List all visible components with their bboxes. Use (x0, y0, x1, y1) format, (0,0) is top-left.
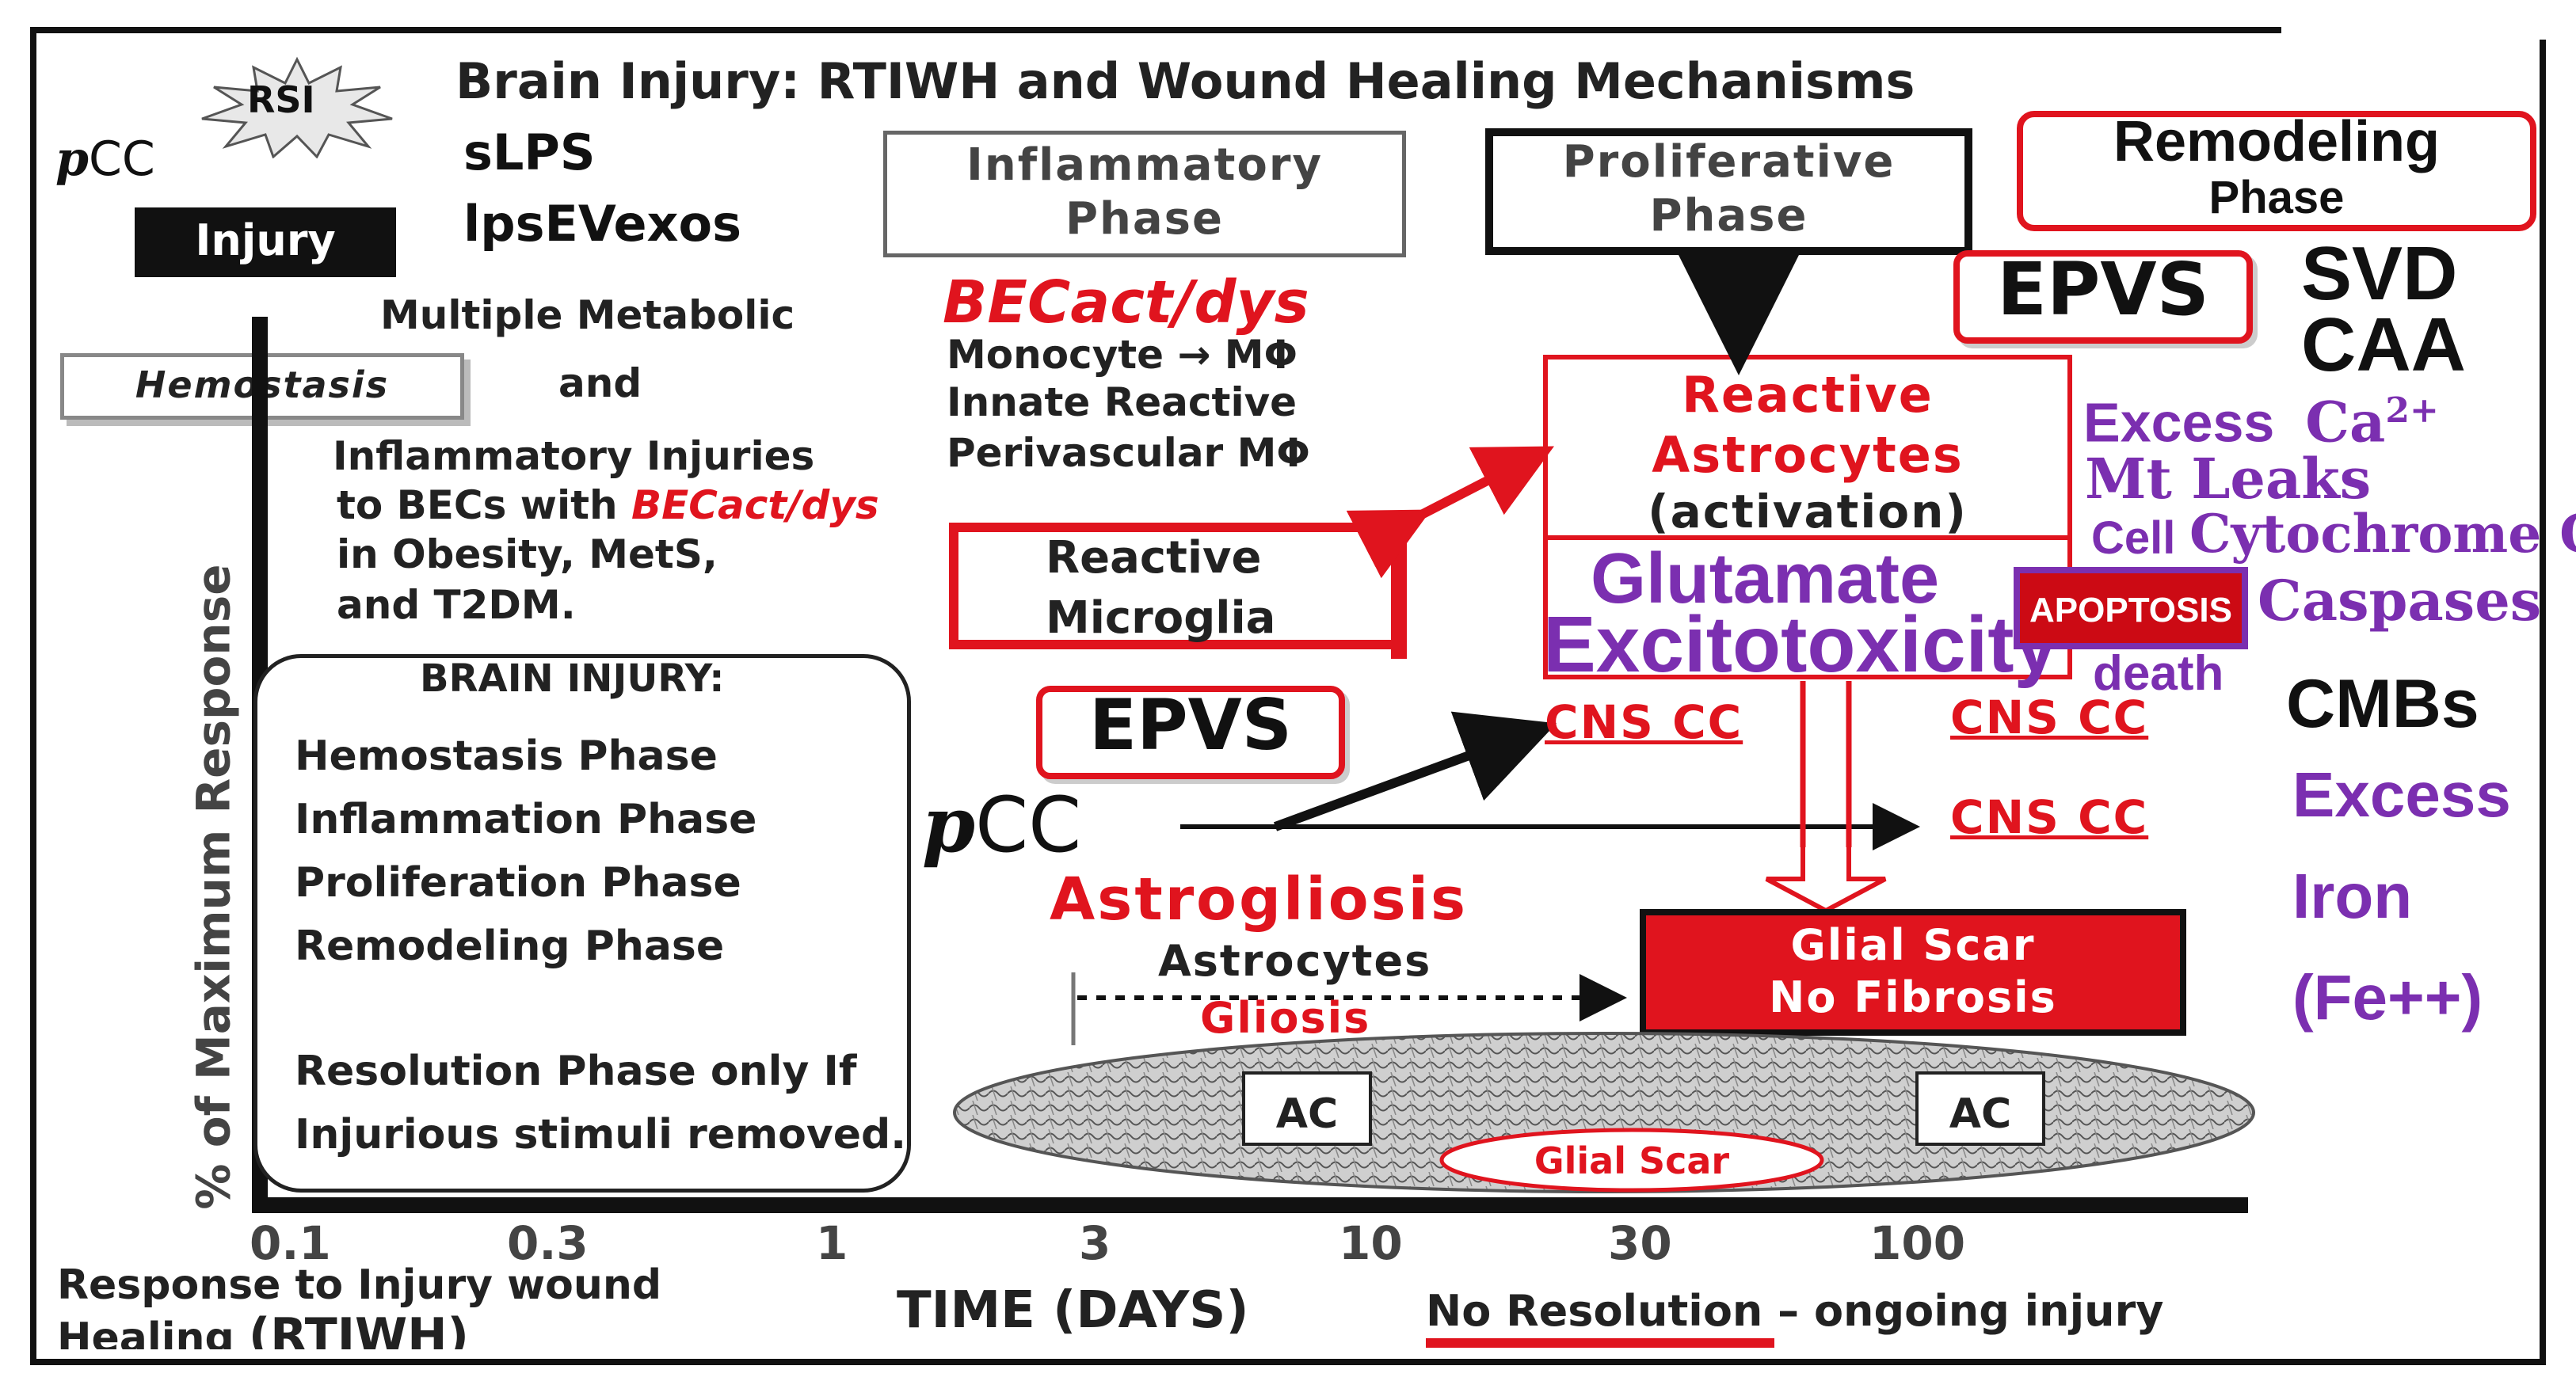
cns-cc-label: CNS CC (1545, 695, 1743, 749)
inflammatory-phase-label: Phase (1065, 193, 1224, 245)
epvs-right-box (1953, 250, 2253, 344)
x-tick-label: 0.1 (250, 1216, 331, 1270)
rtiwh-caption-clip: Healing (RTIWH) (57, 1311, 612, 1349)
proliferative-phase-label: Proliferative (1562, 136, 1896, 188)
x-tick-label: 3 (1079, 1216, 1111, 1270)
astrocytes-label: Astrocytes (1158, 936, 1432, 986)
ac-left-label: AC (1275, 1090, 1339, 1138)
lpsevexos-label: lpsEVexos (463, 195, 742, 253)
reactive-astrocytes-label: (activation) (1648, 485, 1968, 538)
reactive-microglia-label: Microglia (1046, 592, 1276, 644)
excitotoxicity-label: Excitotoxicity (1543, 600, 2059, 689)
astrogliosis-label: Astrogliosis (1050, 865, 1469, 934)
gliosis-label: Gliosis (1200, 993, 1371, 1043)
obesity-text: in Obesity, MetS, (337, 531, 718, 577)
perivascular-text: Perivascular MΦ (947, 430, 1310, 476)
apoptosis-label: APOPTOSIS (2029, 591, 2232, 630)
legend-item: Remodeling Phase (295, 923, 725, 970)
epvs-mid-label: EPVS (1088, 684, 1293, 766)
rtiwh-caption: Response to Injury wound (57, 1261, 662, 1309)
cns-cc-label: CNS CC (1950, 690, 2149, 744)
inflammatory-injuries-text: Inflammatory Injuries (333, 433, 815, 479)
reactive-microglia-box (949, 523, 1407, 649)
death-label: death (2093, 646, 2224, 701)
reactive-microglia-label: Reactive (1046, 532, 1262, 584)
cmbs-label: CMBs (2286, 666, 2479, 742)
slps-label: sLPS (463, 124, 596, 181)
brain-injury-legend-box (253, 654, 911, 1193)
legend-item: Hemostasis Phase (295, 732, 718, 780)
ellipse-glial-scar-label: Glial Scar (1534, 1139, 1730, 1182)
remodeling-phase-box (2017, 111, 2536, 231)
x-tick-label: 0.3 (507, 1216, 589, 1270)
innate-reactive-text: Innate Reactive (947, 379, 1298, 425)
becact-dys-label: BECact/dys (943, 268, 1309, 337)
cytochrome-c-label: Cytochrome C (2189, 503, 2576, 565)
excess-iron-label: (Fe++) (2292, 962, 2483, 1033)
excess-ca-label: Excess Ca2+ (2083, 389, 2439, 455)
glutamate-label: Glutamate (1590, 539, 1940, 618)
legend-item: Proliferation Phase (295, 859, 741, 907)
rsi-badge: RSI (247, 78, 315, 121)
injury-box (135, 207, 396, 277)
reactive-astrocytes-label: Reactive (1682, 366, 1934, 424)
cns-cc-label: CNS CC (1950, 790, 2149, 844)
glial-scar-label: No Fibrosis (1769, 972, 2057, 1022)
x-tick-label: 100 (1869, 1216, 1966, 1270)
t2dm-text: and T2DM. (337, 582, 576, 628)
epvs-right-label: EPVS (1997, 247, 2209, 332)
x-axis-label: TIME (DAYS) (897, 1281, 1249, 1340)
glial-scar-label: Glial Scar (1790, 920, 2036, 970)
pcc-mid-label: pCC (922, 780, 1082, 869)
caspases-label: Caspases (2258, 568, 2542, 633)
pcc-top-label: pCC (55, 131, 155, 187)
rsi-starburst-icon (201, 56, 393, 158)
caa-label: CAA (2301, 302, 2466, 387)
cell-label: Cell (2091, 512, 2176, 564)
no-resolution-underline (1426, 1338, 1774, 1348)
legend-heading: BRAIN INJURY: (420, 656, 725, 701)
x-axis-line (252, 1197, 2248, 1213)
excess-iron-label: Excess (2292, 759, 2511, 830)
becs-text: to BECs with BECact/dys (337, 482, 879, 528)
inflammatory-phase-box (883, 131, 1406, 257)
excess-iron-label: Iron (2292, 861, 2413, 931)
and-text: and (558, 360, 642, 406)
epvs-mid-box (1036, 686, 1345, 779)
ac-right-label: AC (1949, 1090, 2012, 1138)
glial-scar-tissue (953, 1032, 2255, 1193)
x-tick-label: 10 (1339, 1216, 1403, 1270)
legend-note: Injurious stimuli removed. (295, 1111, 907, 1158)
remodeling-phase-label: Phase (2208, 172, 2345, 223)
frame-notch (2281, 16, 2551, 40)
reactive-astrocytes-label: Astrocytes (1652, 426, 1964, 484)
svd-label: SVD (2301, 231, 2458, 316)
inflammatory-phase-label: Inflammatory (966, 139, 1323, 191)
remodeling-phase-label: Remodeling (2113, 110, 2441, 173)
legend-item: Inflammation Phase (295, 796, 757, 843)
outer-frame (30, 27, 2546, 1365)
mt-leaks-label: Mt Leaks (2085, 446, 2372, 512)
rtiwh-caption-line2: Healing (RTIWH) (57, 1311, 469, 1349)
injury-label: Injury (195, 215, 336, 265)
glial-scar-box (1640, 909, 2186, 1036)
diagram-title: Brain Injury: RTIWH and Wound Healing Me… (455, 52, 1915, 110)
reactive-astrocytes-box (1543, 355, 2072, 679)
x-tick-label: 1 (816, 1216, 848, 1270)
legend-note: Resolution Phase only If (295, 1048, 857, 1095)
no-resolution-caption: No Resolution – ongoing injury (1426, 1286, 2164, 1336)
proliferative-phase-label: Phase (1649, 190, 1808, 242)
x-tick-label: 30 (1608, 1216, 1672, 1270)
multiple-metabolic-text: Multiple Metabolic (380, 292, 795, 338)
monocyte-text: Monocyte → MΦ (947, 332, 1298, 378)
apoptosis-box (2014, 567, 2248, 649)
astrocytes-divider (1543, 535, 2072, 540)
